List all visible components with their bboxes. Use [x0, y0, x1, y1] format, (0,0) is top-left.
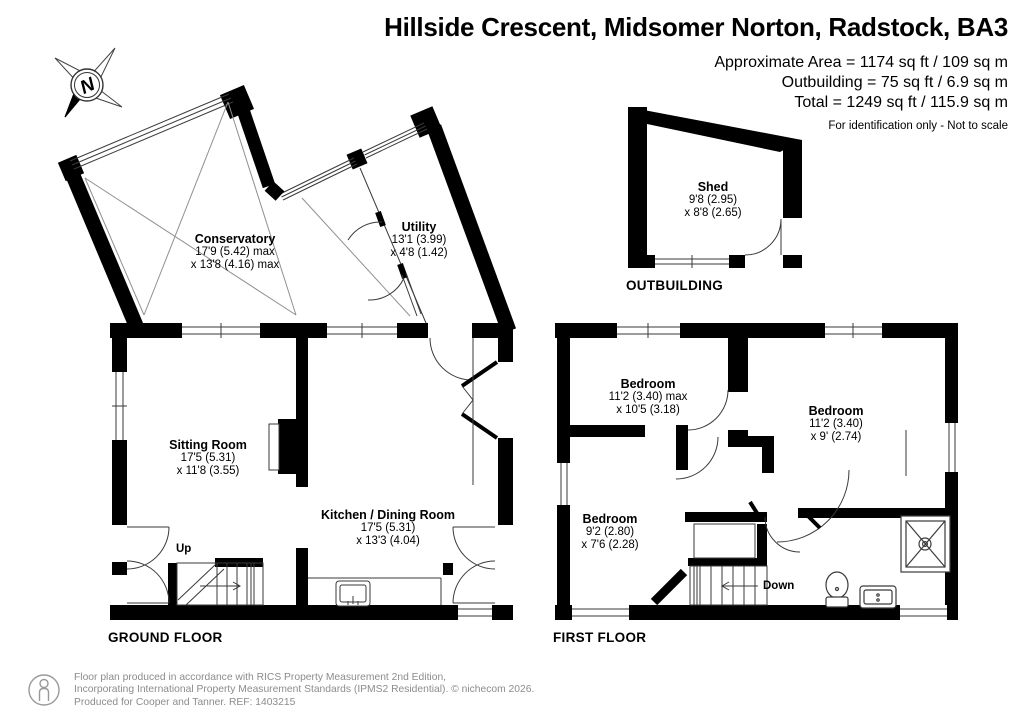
outbuilding-area: Outbuilding = 75 sq ft / 6.9 sq m — [781, 74, 1008, 91]
room-label-bedroom-1: Bedroom 11'2 (3.40) max x 10'5 (3.18) — [608, 377, 688, 417]
title-block: Hillside Crescent, Midsomer Norton, Rads… — [384, 12, 1008, 132]
shed-window-door — [655, 218, 782, 268]
first-floor-windows — [557, 323, 958, 620]
room-label-bedroom-2: Bedroom 11'2 (3.40) x 9' (2.74) — [808, 404, 864, 444]
room-label-bedroom-3: Bedroom 9'2 (2.80) x 7'6 (2.28) — [581, 512, 639, 552]
total-area: Total = 1249 sq ft / 115.9 sq m — [794, 94, 1008, 111]
ground-staircase — [176, 562, 264, 606]
conservatory-roof-lines — [84, 101, 411, 317]
first-floor-label: FIRST FLOOR — [553, 630, 647, 645]
first-staircase — [689, 565, 768, 606]
kitchen-sink — [335, 580, 371, 607]
page-title: Hillside Crescent, Midsomer Norton, Rads… — [384, 12, 1008, 42]
approximate-area: Approximate Area = 1174 sq ft / 109 sq m — [714, 54, 1008, 71]
shower — [900, 515, 951, 573]
ground-floor-windows — [112, 323, 492, 620]
kitchen-counter — [308, 577, 442, 607]
ground-floor-walls — [110, 323, 513, 620]
stairs-down-label: Down — [763, 580, 795, 592]
room-label-shed: Shed 9'8 (2.95) x 8'8 (2.65) — [684, 180, 742, 220]
room-label-conservatory: Conservatory 17'9 (5.42) max x 13'8 (4.1… — [190, 232, 280, 272]
room-label-sitting-room: Sitting Room 17'5 (5.31) x 11'8 (3.55) — [169, 438, 247, 478]
ground-floor-doors — [126, 338, 499, 604]
shed-walls — [628, 107, 802, 268]
first-floor-walls — [555, 323, 958, 620]
room-label-kitchen: Kitchen / Dining Room 17'5 (5.31) x 13'3… — [320, 508, 456, 548]
footer-line-3: Produced for Cooper and Tanner. REF: 140… — [74, 696, 296, 708]
conservatory-utility-walls — [57, 84, 517, 334]
bathroom-fixtures — [825, 515, 951, 609]
compass-rose-icon: N — [54, 47, 123, 118]
stairs-up-label: Up — [176, 543, 192, 555]
footer-line-2: Incorporating International Property Mea… — [74, 684, 535, 696]
basin — [859, 585, 897, 609]
outbuilding-label: OUTBUILDING — [626, 278, 724, 293]
footer-text: Floor plan produced in accordance with R… — [74, 672, 534, 709]
footer: Floor plan produced in accordance with R… — [26, 672, 534, 709]
room-label-utility: Utility 13'1 (3.99) x 4'8 (1.42) — [390, 220, 448, 260]
person-icon — [28, 674, 60, 706]
scale-note: For identification only - Not to scale — [828, 120, 1008, 132]
first-floor-doors — [650, 389, 907, 606]
footer-line-1: Floor plan produced in accordance with R… — [74, 672, 447, 683]
utility-door-arcs — [347, 221, 473, 381]
toilet — [825, 571, 849, 608]
ground-floor-label: GROUND FLOOR — [108, 630, 223, 645]
